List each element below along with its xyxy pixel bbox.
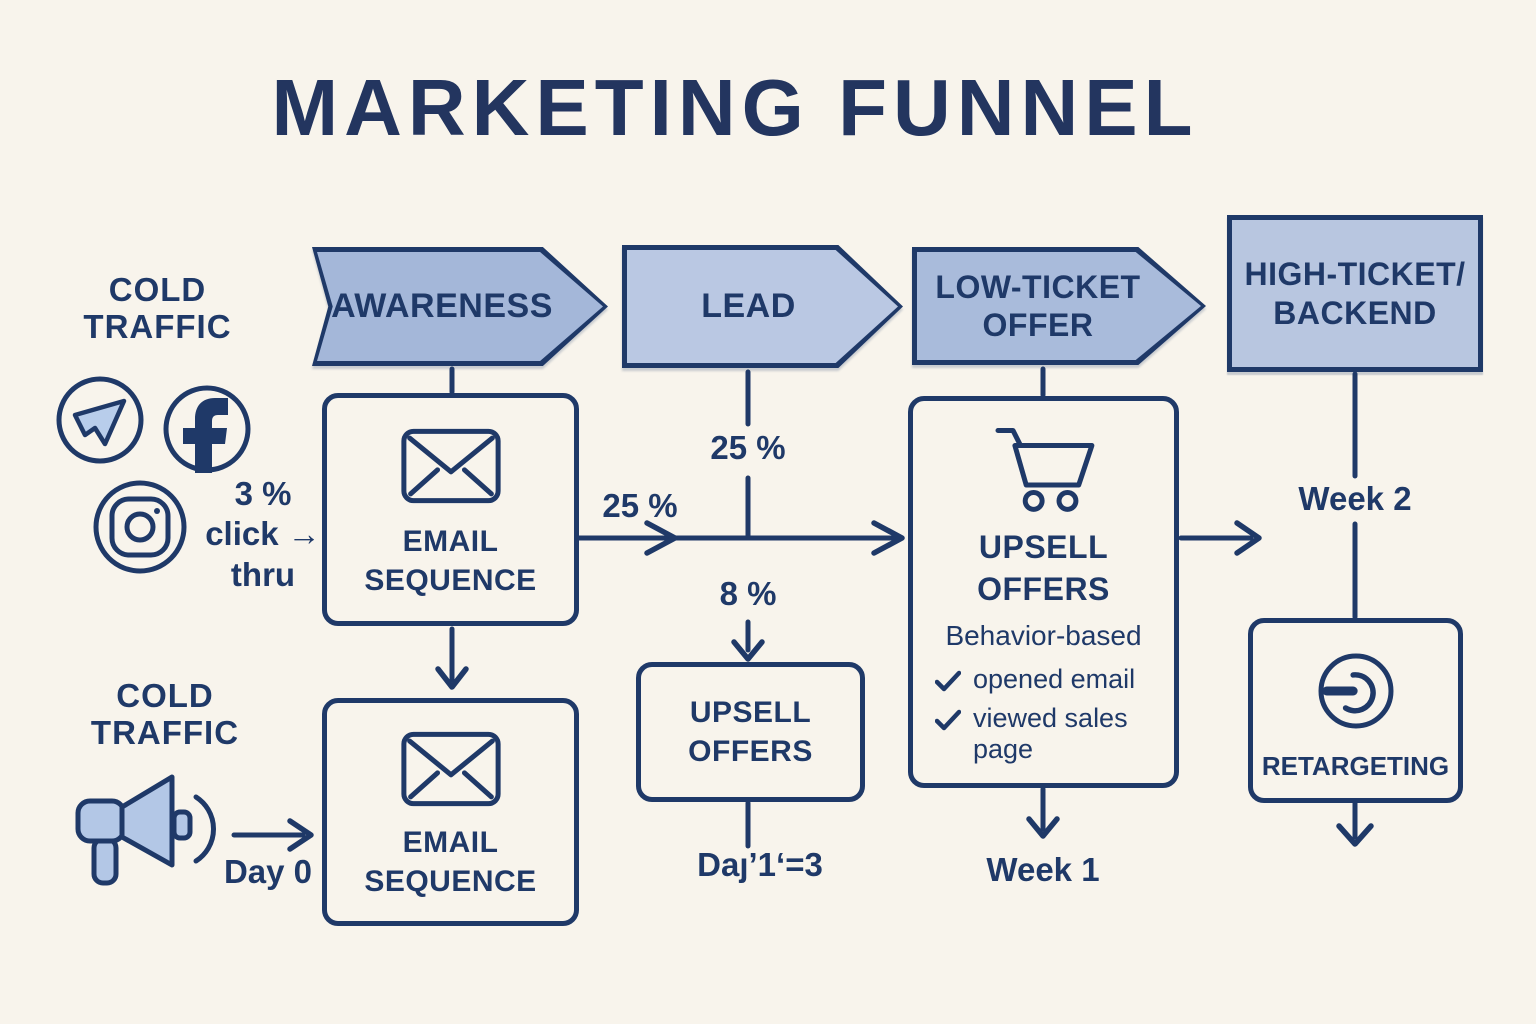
retargeting-icon [1304,639,1408,743]
envelope-icon [401,426,501,506]
click-thru-rate: 3 % click → thru [203,474,323,595]
arrowhead-email-bottom [438,669,466,687]
lead-conversion-label: 25 % [710,429,786,466]
email-to-offer-label: 25 % [602,487,678,524]
click-thru-line-1: 3 % [234,475,292,512]
email-sequence-top-box: EMAIL SEQUENCE [322,393,579,626]
behavior-checklist: opened email viewed sales page [913,664,1174,765]
arrowhead-week1 [1029,819,1057,836]
stage-awareness-label: AWARENESS [331,287,553,326]
stage-lead: LEAD [622,245,903,368]
stage-low-ticket-label: LOW-TICKET OFFER [935,268,1141,343]
behavior-based-subtitle: Behavior-based [945,620,1142,652]
click-thru-line-2: click → [205,515,321,553]
arrowhead-8pct [734,642,762,659]
page-title: MARKETING FUNNEL [271,63,1199,152]
stage-high-ticket: HIGH-TICKET/ BACKEND [1227,215,1483,372]
stage-awareness: AWARENESS [312,247,608,366]
social-icons [45,365,275,595]
checklist-item-label: viewed sales page [973,703,1128,765]
week2-label: Week 2 [1298,480,1412,517]
megaphone-icon [60,765,240,895]
arrowhead-mid [647,523,675,553]
facebook-icon [166,388,248,473]
checkmark-icon [935,670,961,692]
stage-high-ticket-label: HIGH-TICKET/ BACKEND [1244,256,1466,331]
envelope-icon [401,729,501,809]
cart-icon [992,423,1096,515]
checklist-item-label: opened email [973,664,1136,695]
stage-low-ticket: LOW-TICKET OFFER [912,247,1206,365]
email-sequence-bottom-title: EMAIL SEQUENCE [364,826,537,898]
upsell-offers-small-title: UPSELL OFFERS [688,696,813,768]
upsell-offers-big-box: UPSELL OFFERS Behavior-based opened emai… [908,396,1179,788]
instagram-icon [96,483,184,571]
cold-traffic-bottom-label: COLD TRAFFIC [90,677,240,751]
checkmark-icon [935,709,961,731]
email-sequence-bottom-box: EMAIL SEQUENCE [322,698,579,926]
stage-lead-label: LEAD [701,287,796,326]
retargeting-title: RETARGETING [1261,751,1450,781]
upsell-timing-label: Daȷ’1‘=3 [697,846,823,883]
email-sequence-top-title: EMAIL SEQUENCE [364,525,537,597]
retargeting-box: RETARGETING [1248,618,1463,803]
arrowhead-retargeting [1339,826,1371,844]
upsell-offers-small-box: UPSELL OFFERS [636,662,865,802]
checklist-item: opened email [935,664,1174,695]
arrowhead-backend [1237,523,1259,553]
cold-traffic-top-label: COLD TRAFFIC [83,271,232,345]
checklist-item: viewed sales page [935,703,1174,765]
arrowhead-day0 [290,821,311,849]
day0-label: Day 0 [223,853,313,890]
upsell-offers-big-title: UPSELL OFFERS [977,529,1110,607]
upsell-conversion-label: 8 % [719,575,777,612]
telegram-icon [59,379,141,461]
arrowhead-into-upsell [874,523,902,553]
click-thru-line-3: thru [230,555,296,593]
week1-label: Week 1 [986,851,1100,888]
